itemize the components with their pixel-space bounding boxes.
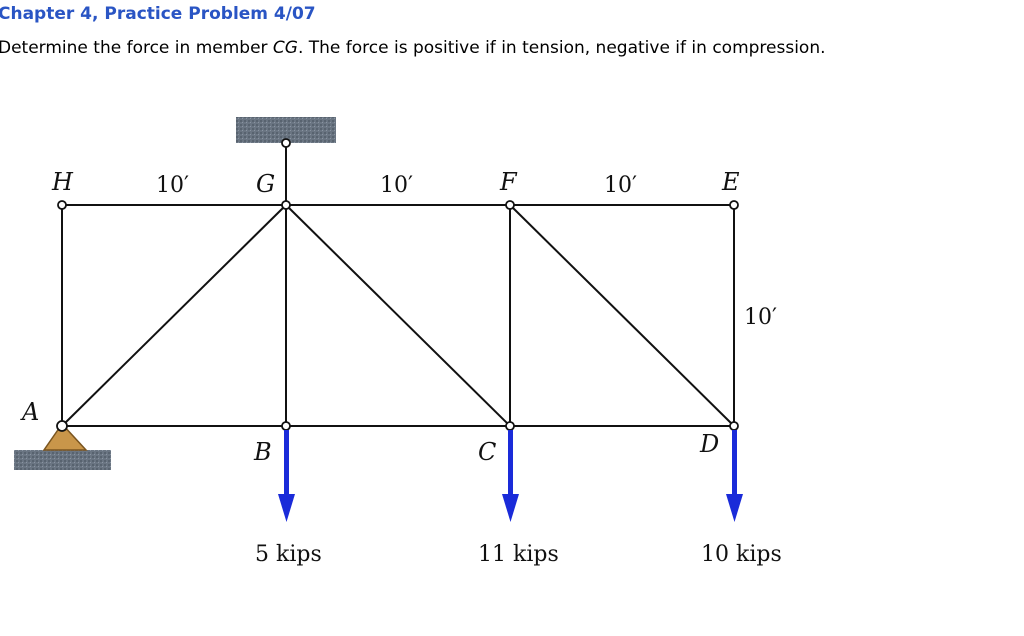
- joint-label-E: E: [721, 168, 740, 196]
- joint-label-F: F: [499, 168, 518, 196]
- joint-label-D: D: [699, 430, 719, 458]
- question-member: CG: [272, 38, 298, 58]
- pin-D: [729, 421, 739, 431]
- load-label-C: 11 kips: [478, 542, 559, 567]
- problem-title: Chapter 4, Practice Problem 4/07: [0, 4, 316, 24]
- dimension-GF: 10′: [380, 173, 413, 198]
- member-DF: [509, 204, 735, 427]
- joint-pins: [56, 200, 739, 432]
- pin-support-A: [42, 422, 88, 451]
- load-label-B: 5 kips: [255, 542, 322, 567]
- truss-members: [61, 204, 735, 427]
- joint-label-A: A: [20, 398, 39, 426]
- ground-support: [14, 450, 111, 470]
- member-CG: [285, 204, 511, 427]
- load-arrow-D: [726, 430, 743, 522]
- load-arrow-B: [278, 430, 295, 522]
- joint-label-C: C: [478, 438, 496, 466]
- dimension-FE: 10′: [604, 173, 637, 198]
- joint-label-B: B: [253, 438, 272, 466]
- load-label-D: 10 kips: [701, 542, 782, 567]
- joint-label-H: H: [51, 168, 74, 196]
- question-text-start: Determine the force in member: [0, 38, 273, 58]
- dimension-HG: 10′: [156, 173, 189, 198]
- pin-A: [56, 420, 68, 432]
- joint-label-G: G: [256, 170, 275, 198]
- pin-B: [281, 421, 291, 431]
- question-text-end: . The force is positive if in tension, n…: [297, 38, 826, 58]
- member-AG: [61, 204, 287, 427]
- problem-question: Determine the force in member CG. The fo…: [0, 38, 826, 58]
- pin-E: [729, 200, 739, 210]
- pin-G: [281, 200, 291, 210]
- hanger-pin: [281, 138, 291, 148]
- pin-H: [57, 200, 67, 210]
- pin-F: [505, 200, 515, 210]
- load-arrows: [278, 430, 743, 522]
- load-arrow-C: [502, 430, 519, 522]
- pin-C: [505, 421, 515, 431]
- dimension-ED: 10′: [744, 305, 777, 330]
